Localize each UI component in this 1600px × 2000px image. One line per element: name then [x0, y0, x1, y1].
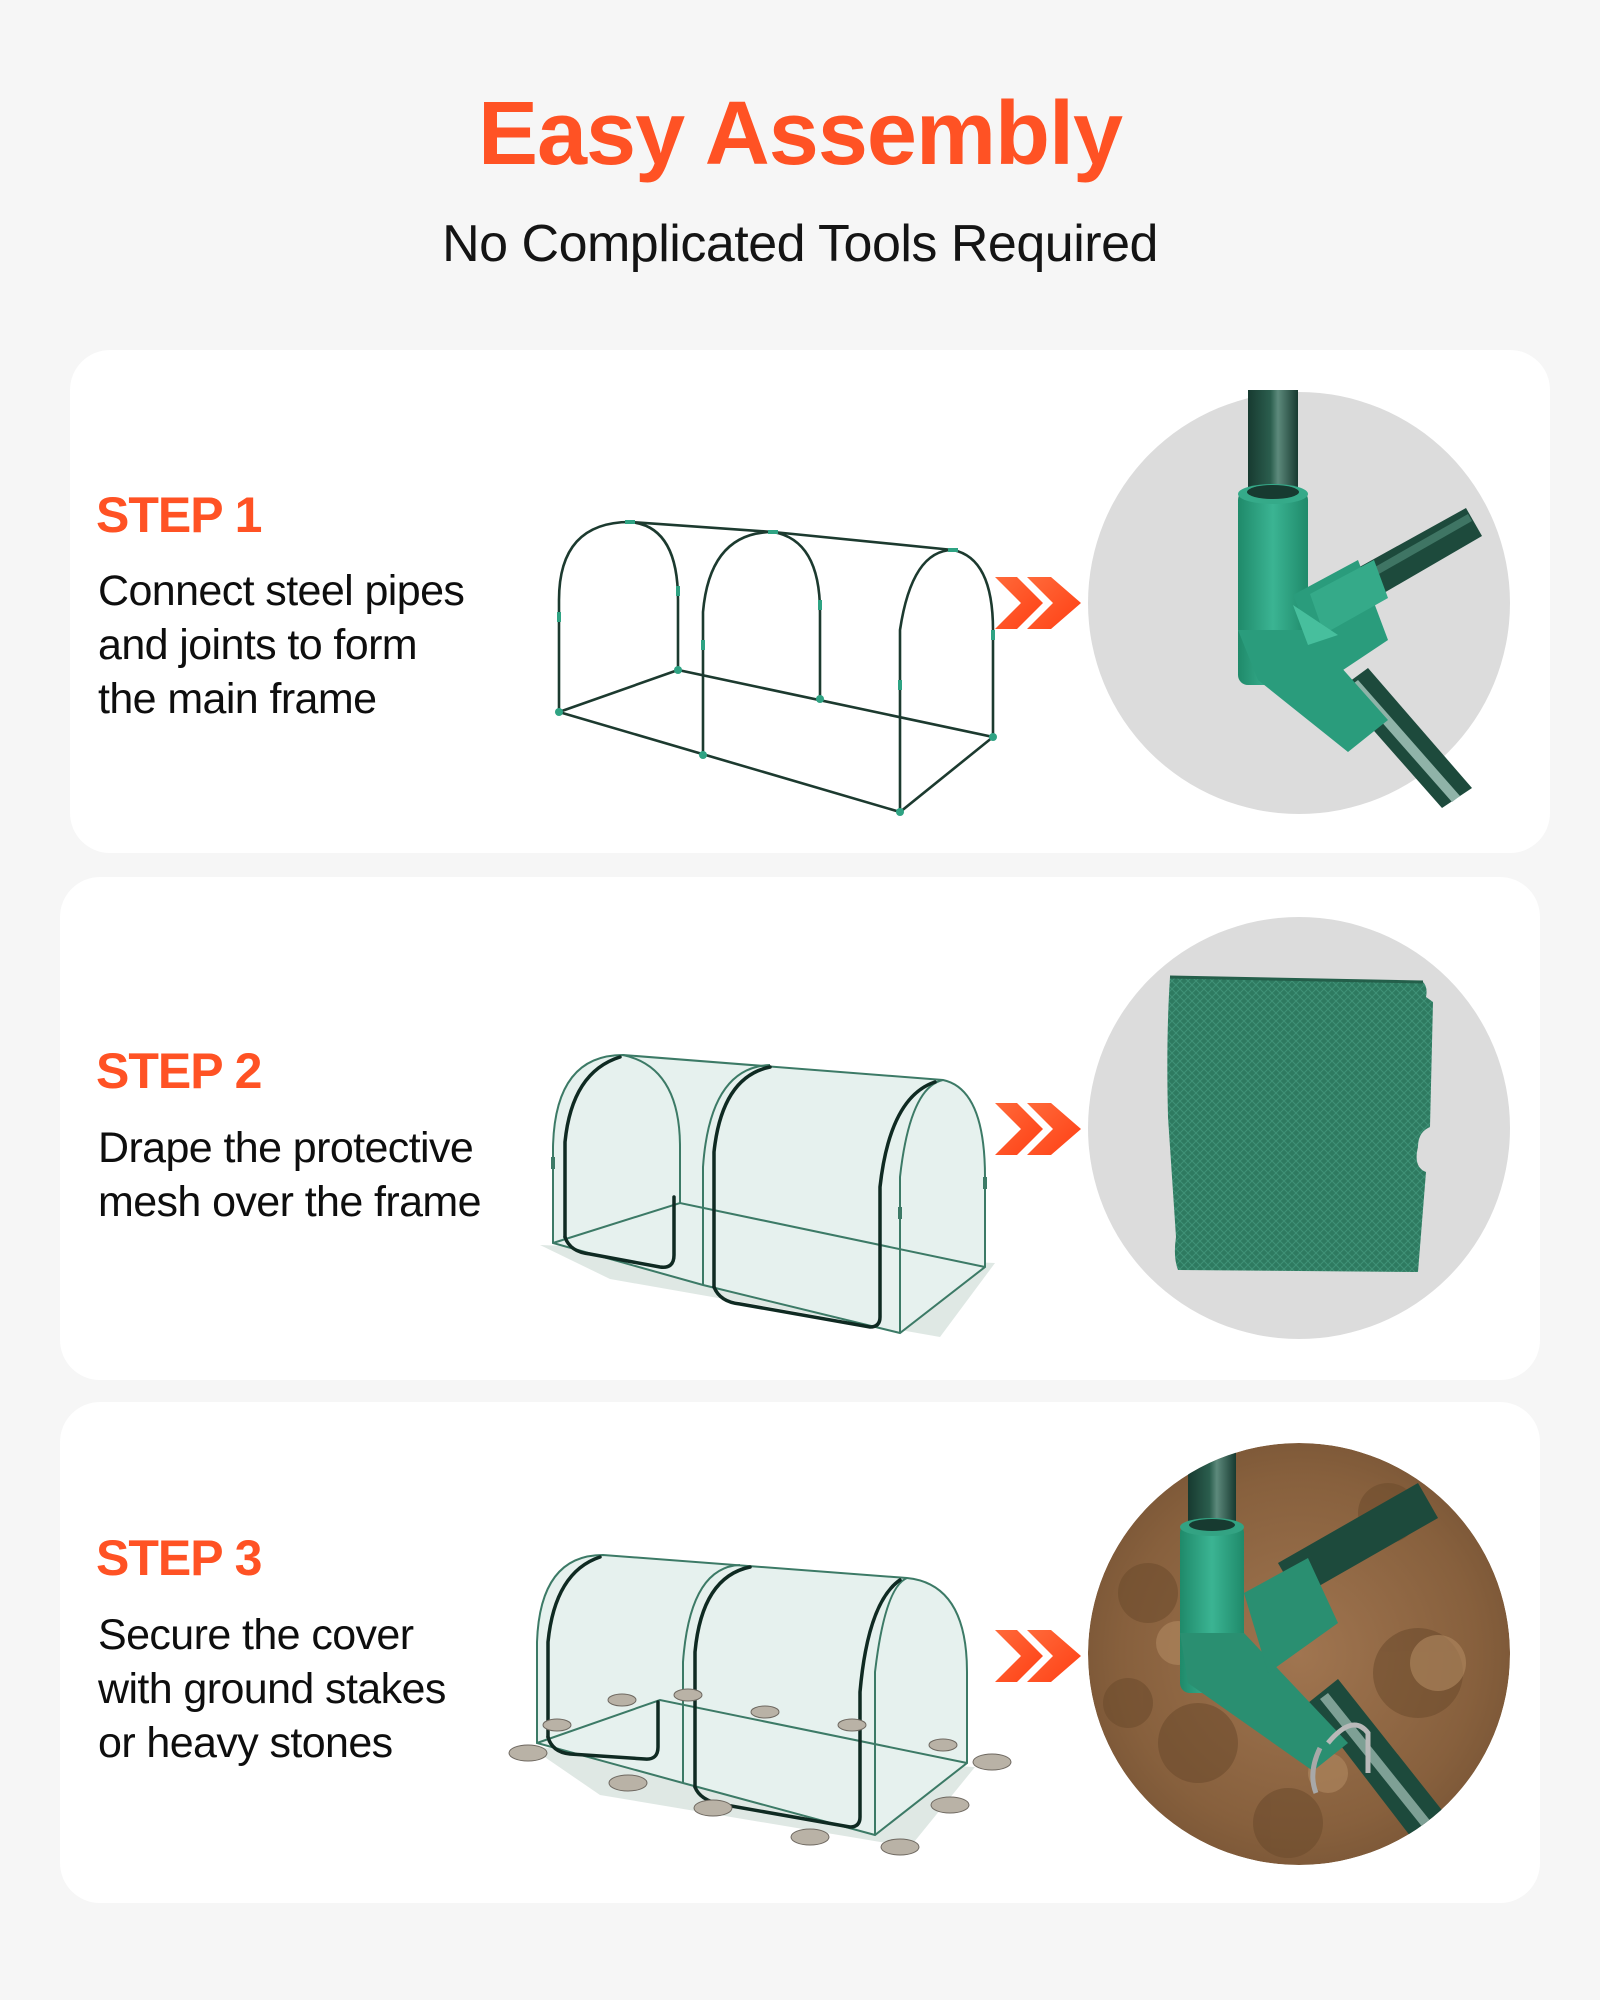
double-chevron-right-icon — [995, 1630, 1081, 1682]
tunnel-with-stones-icon — [508, 1553, 1012, 1856]
step-description: Secure the cover with ground stakes or h… — [98, 1611, 446, 1767]
tunnel-frame-icon — [554, 520, 997, 816]
step-description: Connect steel pipes and joints to form t… — [98, 567, 465, 723]
corner-joint-closeup — [1088, 390, 1510, 814]
step-card-2: STEP 2 Drape the protective mesh over th… — [60, 877, 1540, 1380]
step-label: STEP 1 — [96, 487, 262, 543]
stone-icons — [508, 1688, 1012, 1856]
ground-stake-closeup — [1088, 1443, 1510, 1865]
page-title: Easy Assembly — [477, 84, 1123, 184]
step-card-3: STEP 3 Secure the cover with ground stak… — [60, 1402, 1540, 1903]
double-chevron-right-icon — [995, 577, 1081, 629]
step-label: STEP 2 — [96, 1043, 262, 1099]
step-card-1: STEP 1 Connect steel pipes and joints to… — [70, 350, 1550, 853]
folded-green-mesh-closeup — [1088, 917, 1510, 1339]
page-subtitle: No Complicated Tools Required — [442, 215, 1158, 273]
step-description: Drape the protective mesh over the frame — [98, 1124, 482, 1226]
double-chevron-right-icon — [995, 1103, 1081, 1155]
step-label: STEP 3 — [96, 1530, 262, 1586]
mesh-covered-tunnel-icon — [540, 1053, 995, 1337]
